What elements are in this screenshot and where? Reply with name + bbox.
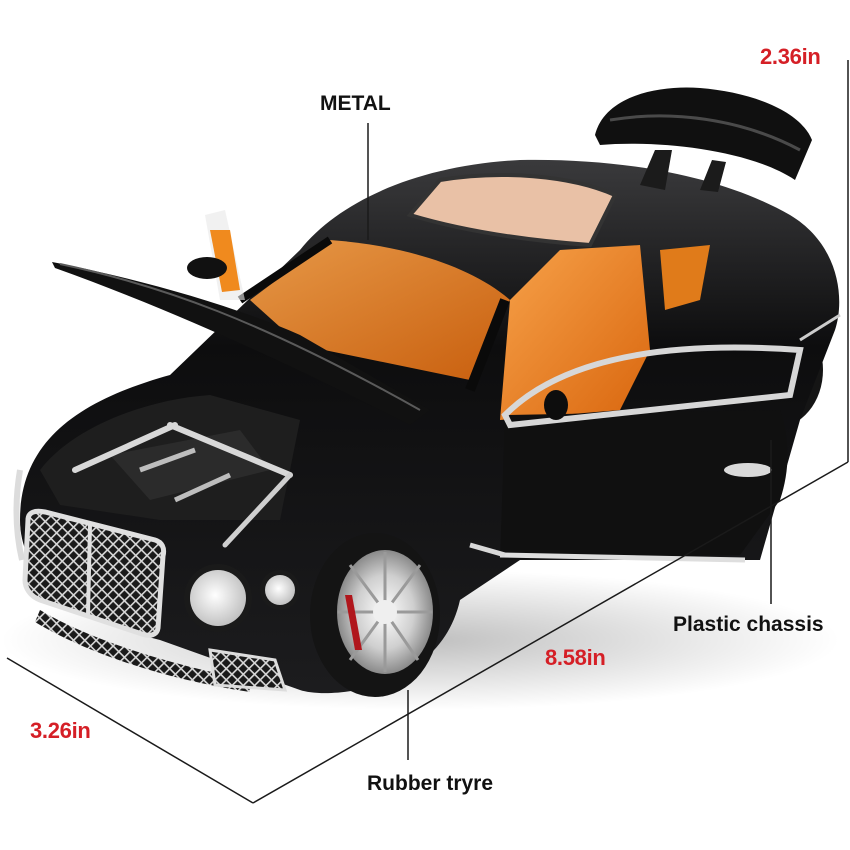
rear-spoiler <box>595 87 812 192</box>
width-dimension-label: 3.26in <box>30 718 91 743</box>
plastic-chassis-label: Plastic chassis <box>673 613 824 636</box>
open-hood <box>52 262 430 425</box>
rubber-tyre-label: Rubber tryre <box>367 772 494 795</box>
length-dimension-label: 8.58in <box>545 645 606 670</box>
front-grille <box>22 508 167 638</box>
height-dimension-label: 2.36in <box>760 44 821 69</box>
front-wheel <box>310 533 440 697</box>
metal-label: METAL <box>320 92 391 115</box>
